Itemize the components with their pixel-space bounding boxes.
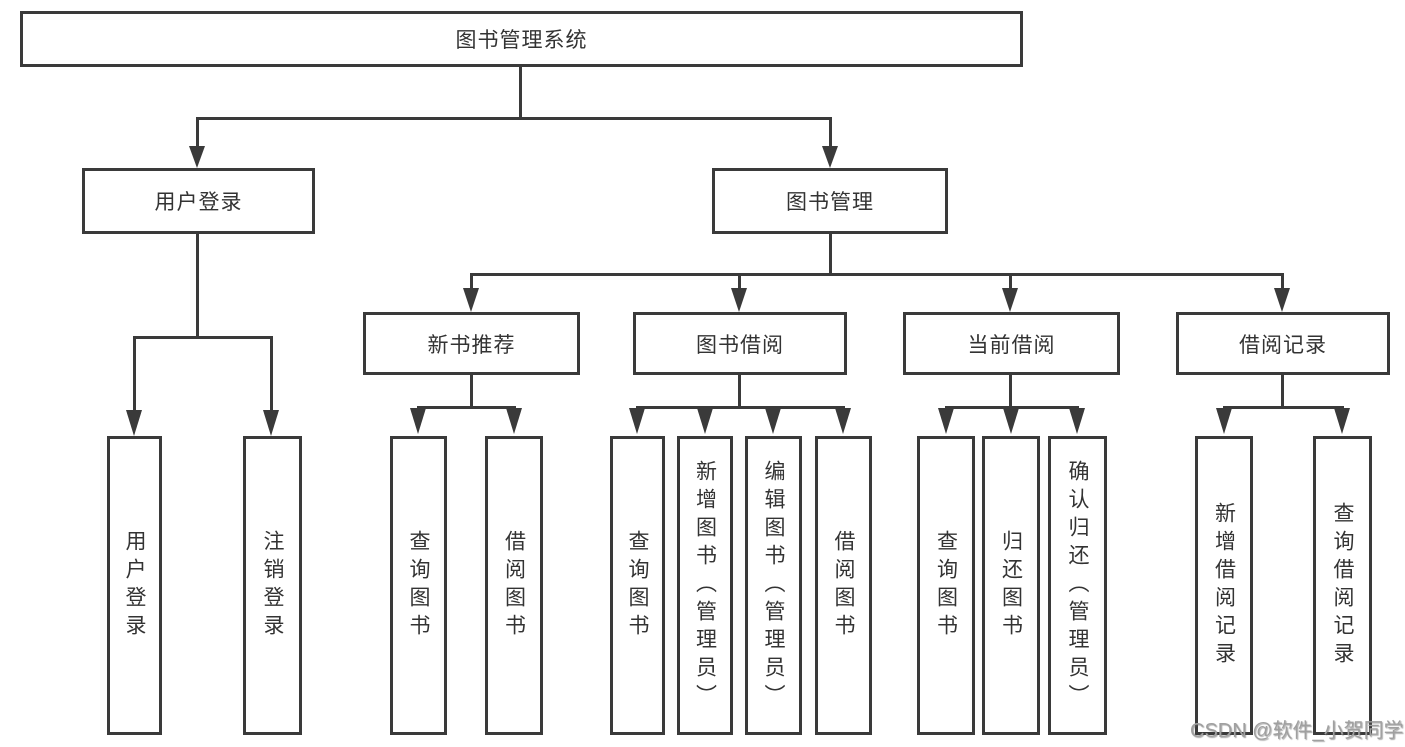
leaf-add-book-admin: 新增图书（管理员） xyxy=(677,436,733,735)
node-book-management: 图书管理 xyxy=(712,168,948,234)
arrowhead-down xyxy=(1003,408,1019,434)
leaf-recommend-query-books: 查询图书 xyxy=(390,436,447,735)
leaf-return-book-label: 归还图书 xyxy=(999,529,1023,642)
connector-current-borrow-branch xyxy=(945,406,1079,409)
connector-to-current-borrow xyxy=(1009,273,1012,291)
arrowhead-down xyxy=(189,146,205,168)
arrowhead-down xyxy=(765,408,781,434)
node-library-management-system-label: 图书管理系统 xyxy=(455,29,588,52)
leaf-borrow-query-books-label: 查询图书 xyxy=(626,529,649,642)
arrowhead-down xyxy=(410,408,426,434)
node-library-management-system: 图书管理系统 xyxy=(20,11,1023,67)
leaf-add-borrow-record: 新增借阅记录 xyxy=(1195,436,1253,735)
connector-to-leaf-user-login xyxy=(133,336,136,411)
connector-root-stem xyxy=(519,67,522,117)
arrowhead-down xyxy=(822,146,838,168)
node-borrow-records: 借阅记录 xyxy=(1176,312,1390,375)
arrowhead-down xyxy=(263,410,279,436)
node-user-login-label: 用户登录 xyxy=(154,191,243,214)
arrowhead-down xyxy=(1274,288,1290,312)
leaf-recommend-borrow-books: 借阅图书 xyxy=(485,436,543,735)
watermark-text: CSDN @软件_小贺同学 xyxy=(1190,720,1404,742)
connector-book-borrow-branch xyxy=(636,406,845,409)
leaf-borrow-borrow-books-label: 借阅图书 xyxy=(832,529,855,642)
leaf-confirm-return-admin: 确认归还（管理员） xyxy=(1048,436,1107,735)
leaf-current-query-books: 查询图书 xyxy=(917,436,975,735)
arrowhead-down xyxy=(506,408,522,434)
leaf-logout-label: 注销登录 xyxy=(261,529,284,642)
node-book-borrow: 图书借阅 xyxy=(633,312,847,375)
arrowhead-down xyxy=(1069,408,1085,434)
connector-user-login-branch xyxy=(133,336,273,339)
connector-current-borrow-stem xyxy=(1009,375,1012,406)
connector-recommend-stem xyxy=(470,375,473,406)
connector-to-new-book-recommend xyxy=(470,273,473,291)
connector-records-branch xyxy=(1223,406,1344,409)
connector-user-login-stem xyxy=(196,234,199,336)
node-borrow-records-label: 借阅记录 xyxy=(1239,333,1327,357)
leaf-edit-book-admin-label: 编辑图书（管理员） xyxy=(762,459,785,712)
arrowhead-down xyxy=(463,288,479,312)
leaf-add-borrow-record-label: 新增借阅记录 xyxy=(1212,501,1236,670)
connector-to-user-login xyxy=(196,117,199,149)
leaf-current-query-books-label: 查询图书 xyxy=(934,529,958,642)
arrowhead-down xyxy=(629,408,645,434)
connector-book-borrow-stem xyxy=(738,375,741,406)
arrowhead-down xyxy=(1002,288,1018,312)
leaf-recommend-borrow-books-label: 借阅图书 xyxy=(502,529,526,642)
leaf-recommend-query-books-label: 查询图书 xyxy=(407,529,430,642)
leaf-query-borrow-record: 查询借阅记录 xyxy=(1313,436,1372,735)
leaf-logout: 注销登录 xyxy=(243,436,302,735)
leaf-return-book: 归还图书 xyxy=(982,436,1040,735)
node-new-book-recommend: 新书推荐 xyxy=(363,312,580,375)
connector-recommend-branch xyxy=(417,406,516,409)
arrowhead-down xyxy=(835,408,851,434)
arrowhead-down xyxy=(1334,408,1350,434)
leaf-user-login: 用户登录 xyxy=(107,436,162,735)
arrowhead-down xyxy=(938,408,954,434)
leaf-borrow-borrow-books: 借阅图书 xyxy=(815,436,872,735)
arrowhead-down xyxy=(697,408,713,434)
connector-records-stem xyxy=(1281,375,1284,406)
leaf-edit-book-admin: 编辑图书（管理员） xyxy=(745,436,802,735)
connector-to-book-management xyxy=(829,117,832,149)
connector-book-management-stem xyxy=(829,234,832,273)
node-book-borrow-label: 图书借阅 xyxy=(696,333,784,357)
arrowhead-down xyxy=(126,410,142,436)
node-user-login: 用户登录 xyxy=(82,168,315,234)
leaf-query-borrow-record-label: 查询借阅记录 xyxy=(1331,501,1354,670)
arrowhead-down xyxy=(1216,408,1232,434)
connector-root-branch xyxy=(196,117,832,120)
leaf-add-book-admin-label: 新增图书（管理员） xyxy=(693,459,717,712)
connector-book-management-branch xyxy=(470,273,1284,276)
leaf-confirm-return-admin-label: 确认归还（管理员） xyxy=(1066,459,1089,712)
leaf-user-login-label: 用户登录 xyxy=(123,529,146,642)
connector-to-borrow-records xyxy=(1281,273,1284,291)
node-book-management-label: 图书管理 xyxy=(786,191,874,214)
arrowhead-down xyxy=(731,288,747,312)
connector-to-leaf-logout xyxy=(270,336,273,411)
leaf-borrow-query-books: 查询图书 xyxy=(610,436,665,735)
node-new-book-recommend-label: 新书推荐 xyxy=(427,333,516,357)
node-current-borrow: 当前借阅 xyxy=(903,312,1120,375)
connector-to-book-borrow xyxy=(738,273,741,291)
node-current-borrow-label: 当前借阅 xyxy=(967,333,1056,357)
